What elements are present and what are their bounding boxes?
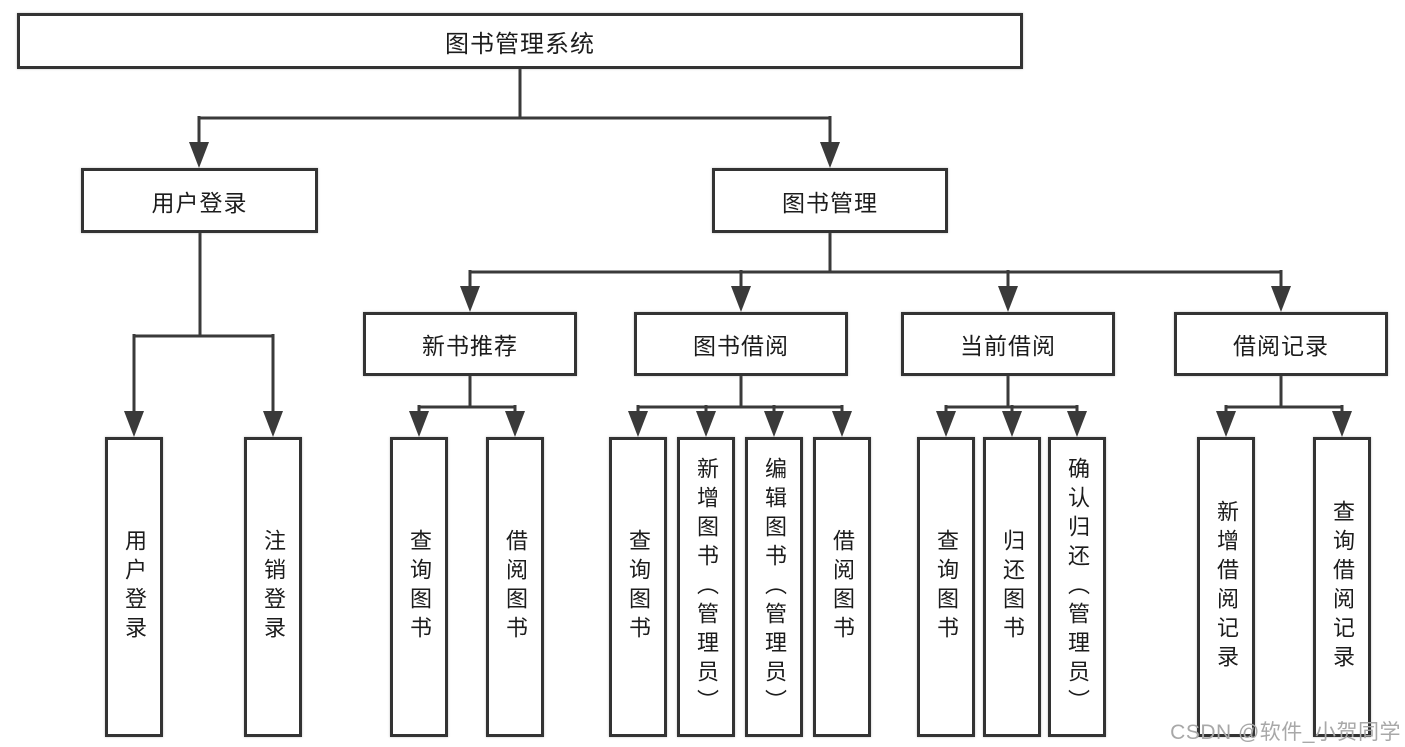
- leaf-label: 查询图书: [407, 529, 432, 645]
- leaf-borrow-borrow-books: 借阅图书: [813, 437, 871, 737]
- leaf-record-query-borrow-record: 查询借阅记录: [1313, 437, 1371, 737]
- arrowhead-down-icon: [820, 142, 840, 168]
- leaf-label: 借阅图书: [503, 529, 528, 645]
- node-label: 借阅记录: [1233, 333, 1329, 359]
- arrowhead-down-icon: [460, 286, 480, 312]
- connector-user-login-to-leaves: [132, 232, 275, 412]
- leaf-borrow-add-books-admin: 新增图书（管理员）: [677, 437, 735, 737]
- arrowhead-down-icon: [696, 411, 716, 437]
- node-label: 当前借阅: [960, 333, 1056, 359]
- arrowhead-down-icon: [189, 142, 209, 168]
- connector-new-book-to-leaves: [417, 375, 517, 413]
- leaf-label: 归还图书: [1000, 529, 1025, 645]
- node-label: 用户登录: [151, 189, 248, 216]
- arrowhead-down-icon: [936, 411, 956, 437]
- leaf-label: 确认归还（管理员）: [1065, 456, 1090, 718]
- arrowhead-down-icon: [731, 286, 751, 312]
- leaf-label: 注销登录: [261, 529, 286, 645]
- node-user-login: 用户登录: [81, 168, 318, 233]
- node-label: 图书管理: [782, 189, 878, 216]
- leaf-label: 借阅图书: [830, 529, 855, 645]
- node-label: 图书管理系统: [445, 30, 595, 58]
- arrowhead-down-icon: [764, 411, 784, 437]
- csdn-watermark: CSDN @软件_小贺同学: [1170, 721, 1401, 744]
- arrowhead-down-icon: [1067, 411, 1087, 437]
- node-book-management: 图书管理: [712, 168, 948, 233]
- arrowhead-down-icon: [1216, 411, 1236, 437]
- leaf-current-confirm-return-admin: 确认归还（管理员）: [1048, 437, 1106, 737]
- connector-current-borrow-to-leaves: [944, 375, 1079, 413]
- connector-book-borrow-to-leaves: [636, 375, 844, 413]
- node-root-system: 图书管理系统: [17, 13, 1023, 69]
- leaf-user-login: 用户登录: [105, 437, 163, 737]
- arrowhead-down-icon: [998, 286, 1018, 312]
- arrowhead-down-icon: [263, 411, 283, 437]
- arrowhead-down-icon: [409, 411, 429, 437]
- arrowhead-down-icon: [1002, 411, 1022, 437]
- leaf-newbook-borrow-books: 借阅图书: [486, 437, 544, 737]
- node-label: 图书借阅: [693, 333, 789, 359]
- leaf-newbook-query-books: 查询图书: [390, 437, 448, 737]
- arrowhead-down-icon: [832, 411, 852, 437]
- arrowhead-down-icon: [124, 411, 144, 437]
- leaf-borrow-edit-books-admin: 编辑图书（管理员）: [745, 437, 803, 737]
- leaf-label: 新增图书（管理员）: [694, 456, 719, 718]
- leaf-label: 查询借阅记录: [1330, 500, 1355, 674]
- leaf-record-add-borrow-record: 新增借阅记录: [1197, 437, 1255, 737]
- node-borrow-record: 借阅记录: [1174, 312, 1388, 376]
- connector-root-to-level2: [197, 69, 832, 144]
- connector-borrow-record-to-leaves: [1224, 375, 1344, 413]
- node-label: 新书推荐: [422, 333, 518, 359]
- leaf-current-query-books: 查询图书: [917, 437, 975, 737]
- leaf-logout: 注销登录: [244, 437, 302, 737]
- leaf-current-return-books: 归还图书: [983, 437, 1041, 737]
- arrowhead-down-icon: [628, 411, 648, 437]
- leaf-label: 用户登录: [122, 529, 147, 645]
- connector-book-management-to-level3: [468, 232, 1283, 288]
- leaf-label: 新增借阅记录: [1214, 500, 1239, 674]
- arrowhead-down-icon: [1271, 286, 1291, 312]
- arrowhead-down-icon: [1332, 411, 1352, 437]
- node-current-borrow: 当前借阅: [901, 312, 1115, 376]
- arrowhead-down-icon: [505, 411, 525, 437]
- leaf-borrow-query-books: 查询图书: [609, 437, 667, 737]
- leaf-label: 查询图书: [626, 529, 651, 645]
- node-new-book-recommend: 新书推荐: [363, 312, 577, 376]
- leaf-label: 查询图书: [934, 529, 959, 645]
- node-book-borrow: 图书借阅: [634, 312, 848, 376]
- leaf-label: 编辑图书（管理员）: [762, 456, 787, 718]
